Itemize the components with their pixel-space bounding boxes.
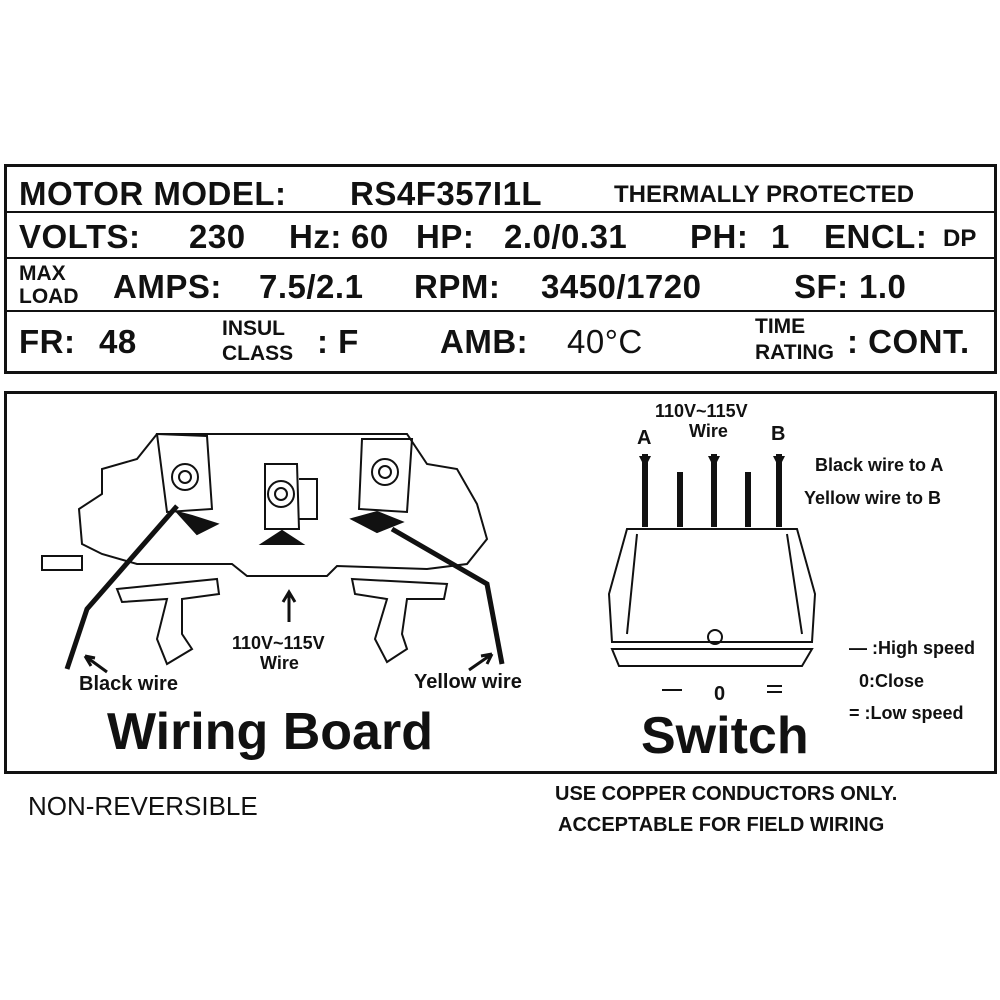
yellow-wire-pointer [468,652,494,672]
thermally-protected-note: THERMALLY PROTECTED [614,181,915,208]
yellow-wire-to-b-note: Yellow wire to B [804,488,942,508]
left-terminal-screw [171,463,199,491]
max-label: MAX [19,262,66,285]
sf-value: 1.0 [859,268,907,305]
switch-position-zero: 0 [714,683,726,705]
terminal-a-label: A [637,427,652,449]
insul-class-value: : F [317,323,359,360]
wiring-board-title: Wiring Board [107,703,433,761]
encl-label: ENCL: [824,218,928,255]
center-terminal-screw-center [274,487,288,501]
row-divider [7,211,994,213]
black-wire-pointer [83,654,108,674]
non-reversible-note: NON-REVERSIBLE [28,791,258,821]
class-label: CLASS [222,342,294,365]
field-wiring-note: ACCEPTABLE FOR FIELD WIRING [558,814,885,836]
legend-close: 0:Close [859,671,925,691]
time-label: TIME [755,315,806,338]
black-wire [64,504,179,670]
rpm-label: RPM: [414,268,501,305]
time-rating-value: : CONT. [847,323,970,360]
switch-body-inner [626,533,803,635]
right-foot [350,577,449,664]
hz-value: 60 [351,218,389,255]
left-clip [173,510,220,536]
fr-label: FR: [19,323,76,360]
black-wire-label: Black wire [79,673,178,695]
rating-label: RATING [755,341,834,364]
volts-label: VOLTS: [19,218,141,255]
sf-label: SF: [794,268,849,305]
encl-value: DP [943,225,977,252]
switch-wire-label: Wire [689,421,728,441]
spec-plate: MOTOR MODEL: RS4F357I1L THERMALLY PROTEC… [4,164,997,374]
left-terminal [155,432,214,514]
pin-b-arrow [773,456,785,468]
motor-model-label: MOTOR MODEL: [19,175,287,212]
center-terminal [264,463,301,530]
wiring-board-voltage-label: 110V~115V [232,633,325,653]
legend-high-speed: — :High speed [849,638,976,658]
pin-center-arrow [708,456,720,468]
copper-conductors-note: USE COPPER CONDUCTORS ONLY. [555,783,898,805]
amb-value: 40°C [567,323,643,360]
center-terminal-side [299,478,318,520]
hp-value: 2.0/0.31 [504,218,628,255]
terminal-b-label: B [771,423,786,445]
center-clip [258,529,306,545]
wiring-board-wire-label: Wire [260,653,299,673]
hp-label: HP: [416,218,475,255]
amps-label: AMPS: [113,268,222,305]
legend-low-speed: = :Low speed [849,703,964,723]
amb-label: AMB: [440,323,529,360]
switch-drawing [607,528,817,667]
pin-arrows [639,456,785,468]
wiring-diagram-drawing [41,432,817,693]
yellow-wire [390,526,505,665]
switch-body [607,528,817,643]
insul-label: INSUL [222,317,285,340]
switch-voltage-label: 110V~115V [655,401,748,421]
motor-model-value: RS4F357I1L [350,175,543,212]
right-clip [349,510,405,534]
ph-label: PH: [690,218,749,255]
switch-base [610,648,814,667]
right-terminal [357,438,414,514]
switch-title: Switch [641,707,809,765]
board-outline [77,433,489,577]
right-terminal-screw [371,458,399,486]
black-wire-to-a-note: Black wire to A [815,455,944,475]
board-tab [41,555,83,571]
left-terminal-screw-center [178,470,192,484]
left-foot [115,577,221,666]
yellow-wire-label: Yellow wire [414,671,522,693]
right-terminal-screw-center [378,465,392,479]
center-terminal-screw [267,480,295,508]
load-label: LOAD [19,285,79,308]
row-divider [7,257,994,259]
fr-value: 48 [99,323,137,360]
rpm-value: 3450/1720 [541,268,702,305]
hz-label: Hz: [289,218,342,255]
row-divider [7,310,994,312]
volts-value: 230 [189,218,246,255]
switch-position-marks [662,685,782,693]
switch-button [707,629,723,645]
center-arrow [281,589,297,622]
pin-a-arrow [639,456,651,468]
wiring-diagram-panel: 110V~115V Wire Black wire Yellow wire Wi… [4,391,997,774]
switch-pins [642,454,782,527]
ph-value: 1 [771,218,790,255]
amps-value: 7.5/2.1 [259,268,364,305]
wiring-board-drawing [41,432,489,666]
